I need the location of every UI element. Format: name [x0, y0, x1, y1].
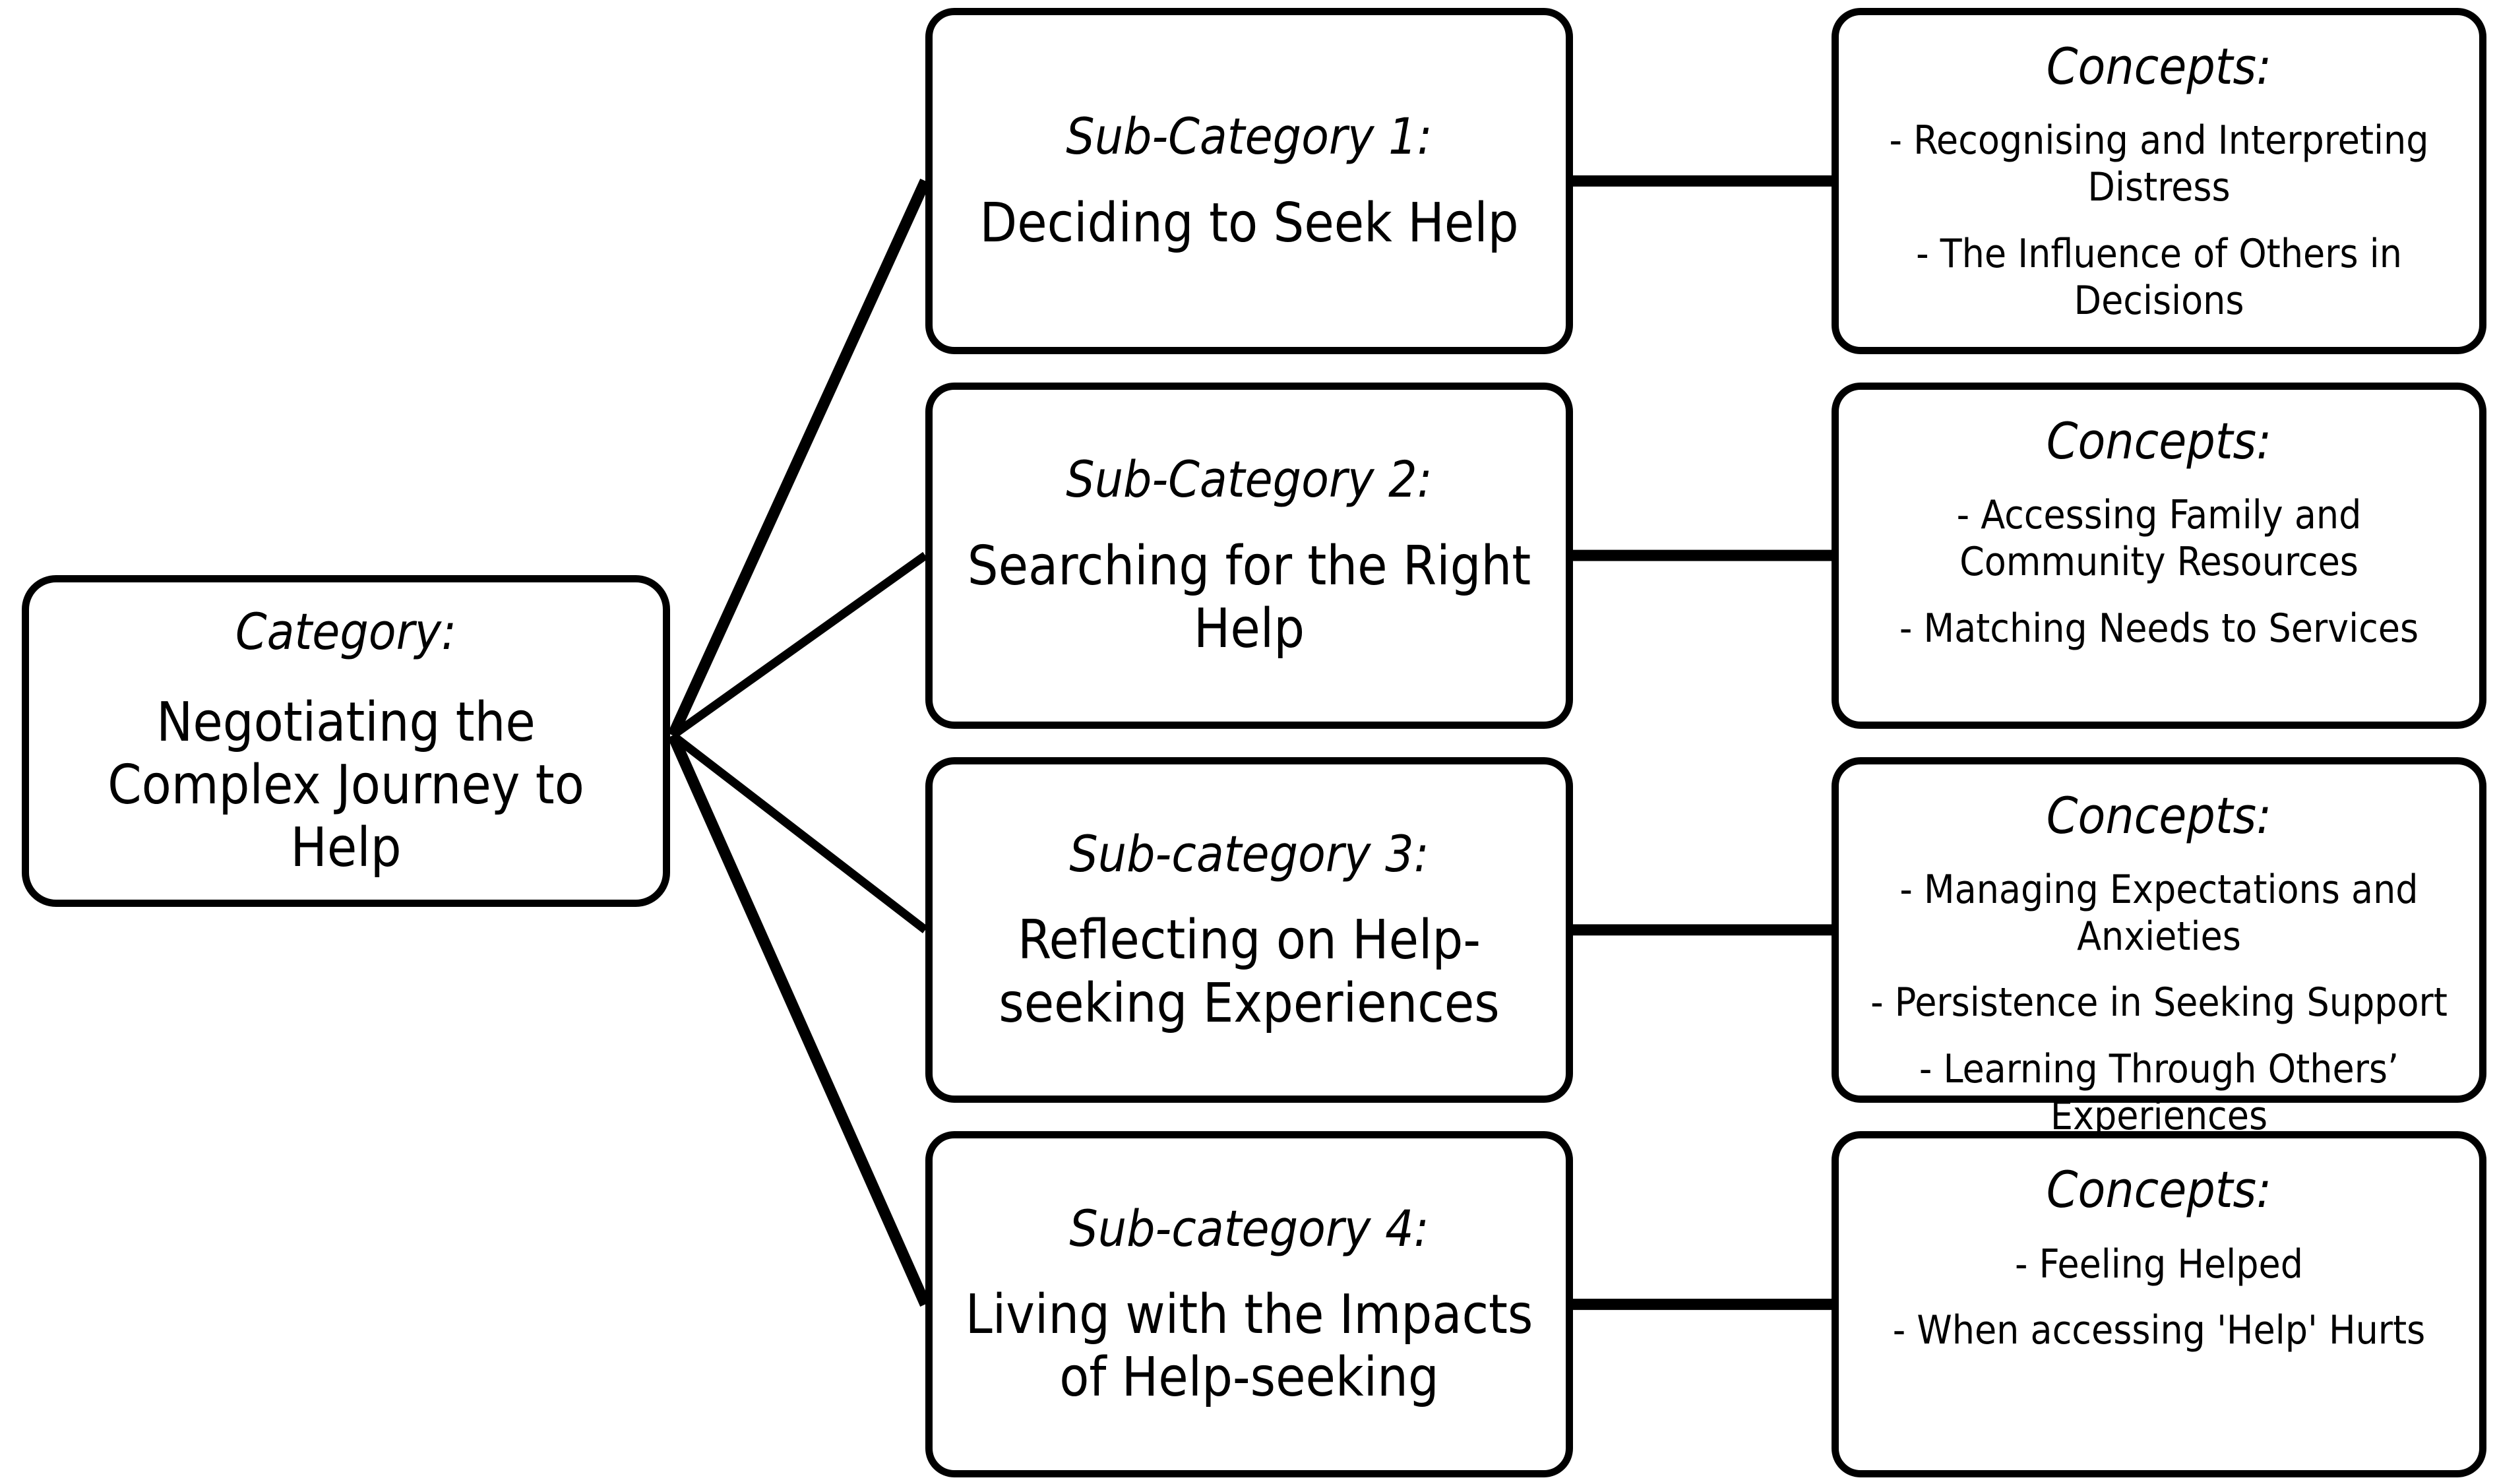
- concept-item: - Feeling Helped: [2014, 1241, 2304, 1287]
- subcategory-name-4: Living with the Impacts of Help-seeking: [965, 1283, 1533, 1409]
- concept-item: - Persistence in Seeking Support: [1870, 979, 2448, 1026]
- concepts-list-1: - Recognising and Interpreting Distress …: [1861, 117, 2457, 324]
- concepts-node-1[interactable]: Concepts: - Recognising and Interpreting…: [1832, 8, 2486, 354]
- subcategory-node-1[interactable]: Sub-Category 1: Deciding to Seek Help: [925, 8, 1573, 354]
- subcategory-heading-4: Sub-category 4:: [1069, 1198, 1429, 1258]
- subcategory-heading-3: Sub-category 3:: [1069, 824, 1429, 884]
- connector-category-to-subcategory-3: [670, 731, 928, 934]
- concepts-node-3[interactable]: Concepts: - Managing Expectations and An…: [1832, 757, 2486, 1139]
- connector-category-to-subcategory-2: [670, 551, 928, 739]
- connector-category-to-subcategory-4: [667, 733, 931, 1307]
- subcategory-name-1: Deciding to Seek Help: [979, 191, 1519, 255]
- concept-item: - Learning Through Others’ Experiences: [1919, 1046, 2399, 1140]
- subcategory-heading-2: Sub-Category 2:: [1066, 450, 1433, 509]
- concept-item: - Matching Needs to Services: [1899, 605, 2419, 652]
- subcategory-name-2: Searching for the Right Help: [967, 534, 1531, 660]
- concept-item: - The Influence of Others in Decisions: [1916, 230, 2402, 324]
- connector-category-to-subcategory-1: [667, 178, 931, 738]
- category-heading: Category:: [235, 602, 457, 662]
- subcategory-node-3[interactable]: Sub-category 3: Reflecting on Help-seeki…: [925, 757, 1573, 1103]
- subcategory-node-2[interactable]: Sub-Category 2: Searching for the Right …: [925, 382, 1573, 729]
- concepts-node-4[interactable]: Concepts: - Feeling Helped - When access…: [1832, 1131, 2486, 1477]
- concept-item: - Accessing Family and Community Resourc…: [1956, 492, 2362, 585]
- concepts-list-4: - Feeling Helped - When accessing 'Help'…: [1861, 1241, 2457, 1355]
- concepts-list-3: - Managing Expectations and Anxieties - …: [1861, 867, 2457, 1140]
- concepts-heading-1: Concepts:: [2046, 37, 2272, 96]
- subcategory-node-4[interactable]: Sub-category 4: Living with the Impacts …: [925, 1131, 1573, 1477]
- concept-item: - Managing Expectations and Anxieties: [1899, 866, 2419, 960]
- subcategory-heading-1: Sub-Category 1:: [1066, 107, 1433, 166]
- subcategory-name-3: Reflecting on Help-seeking Experiences: [999, 909, 1500, 1035]
- concepts-node-2[interactable]: Concepts: - Accessing Family and Communi…: [1832, 382, 2486, 729]
- concepts-heading-4: Concepts:: [2046, 1160, 2272, 1220]
- concept-item: - When accessing 'Help' Hurts: [1892, 1307, 2426, 1354]
- concepts-list-2: - Accessing Family and Community Resourc…: [1861, 492, 2457, 652]
- concept-item: - Recognising and Interpreting Distress: [1889, 117, 2429, 211]
- category-node[interactable]: Category: Negotiating the Complex Journe…: [22, 575, 670, 907]
- concepts-heading-3: Concepts:: [2046, 786, 2272, 845]
- category-name: Negotiating the Complex Journey to Help: [108, 691, 584, 879]
- concepts-heading-2: Concepts:: [2046, 411, 2272, 470]
